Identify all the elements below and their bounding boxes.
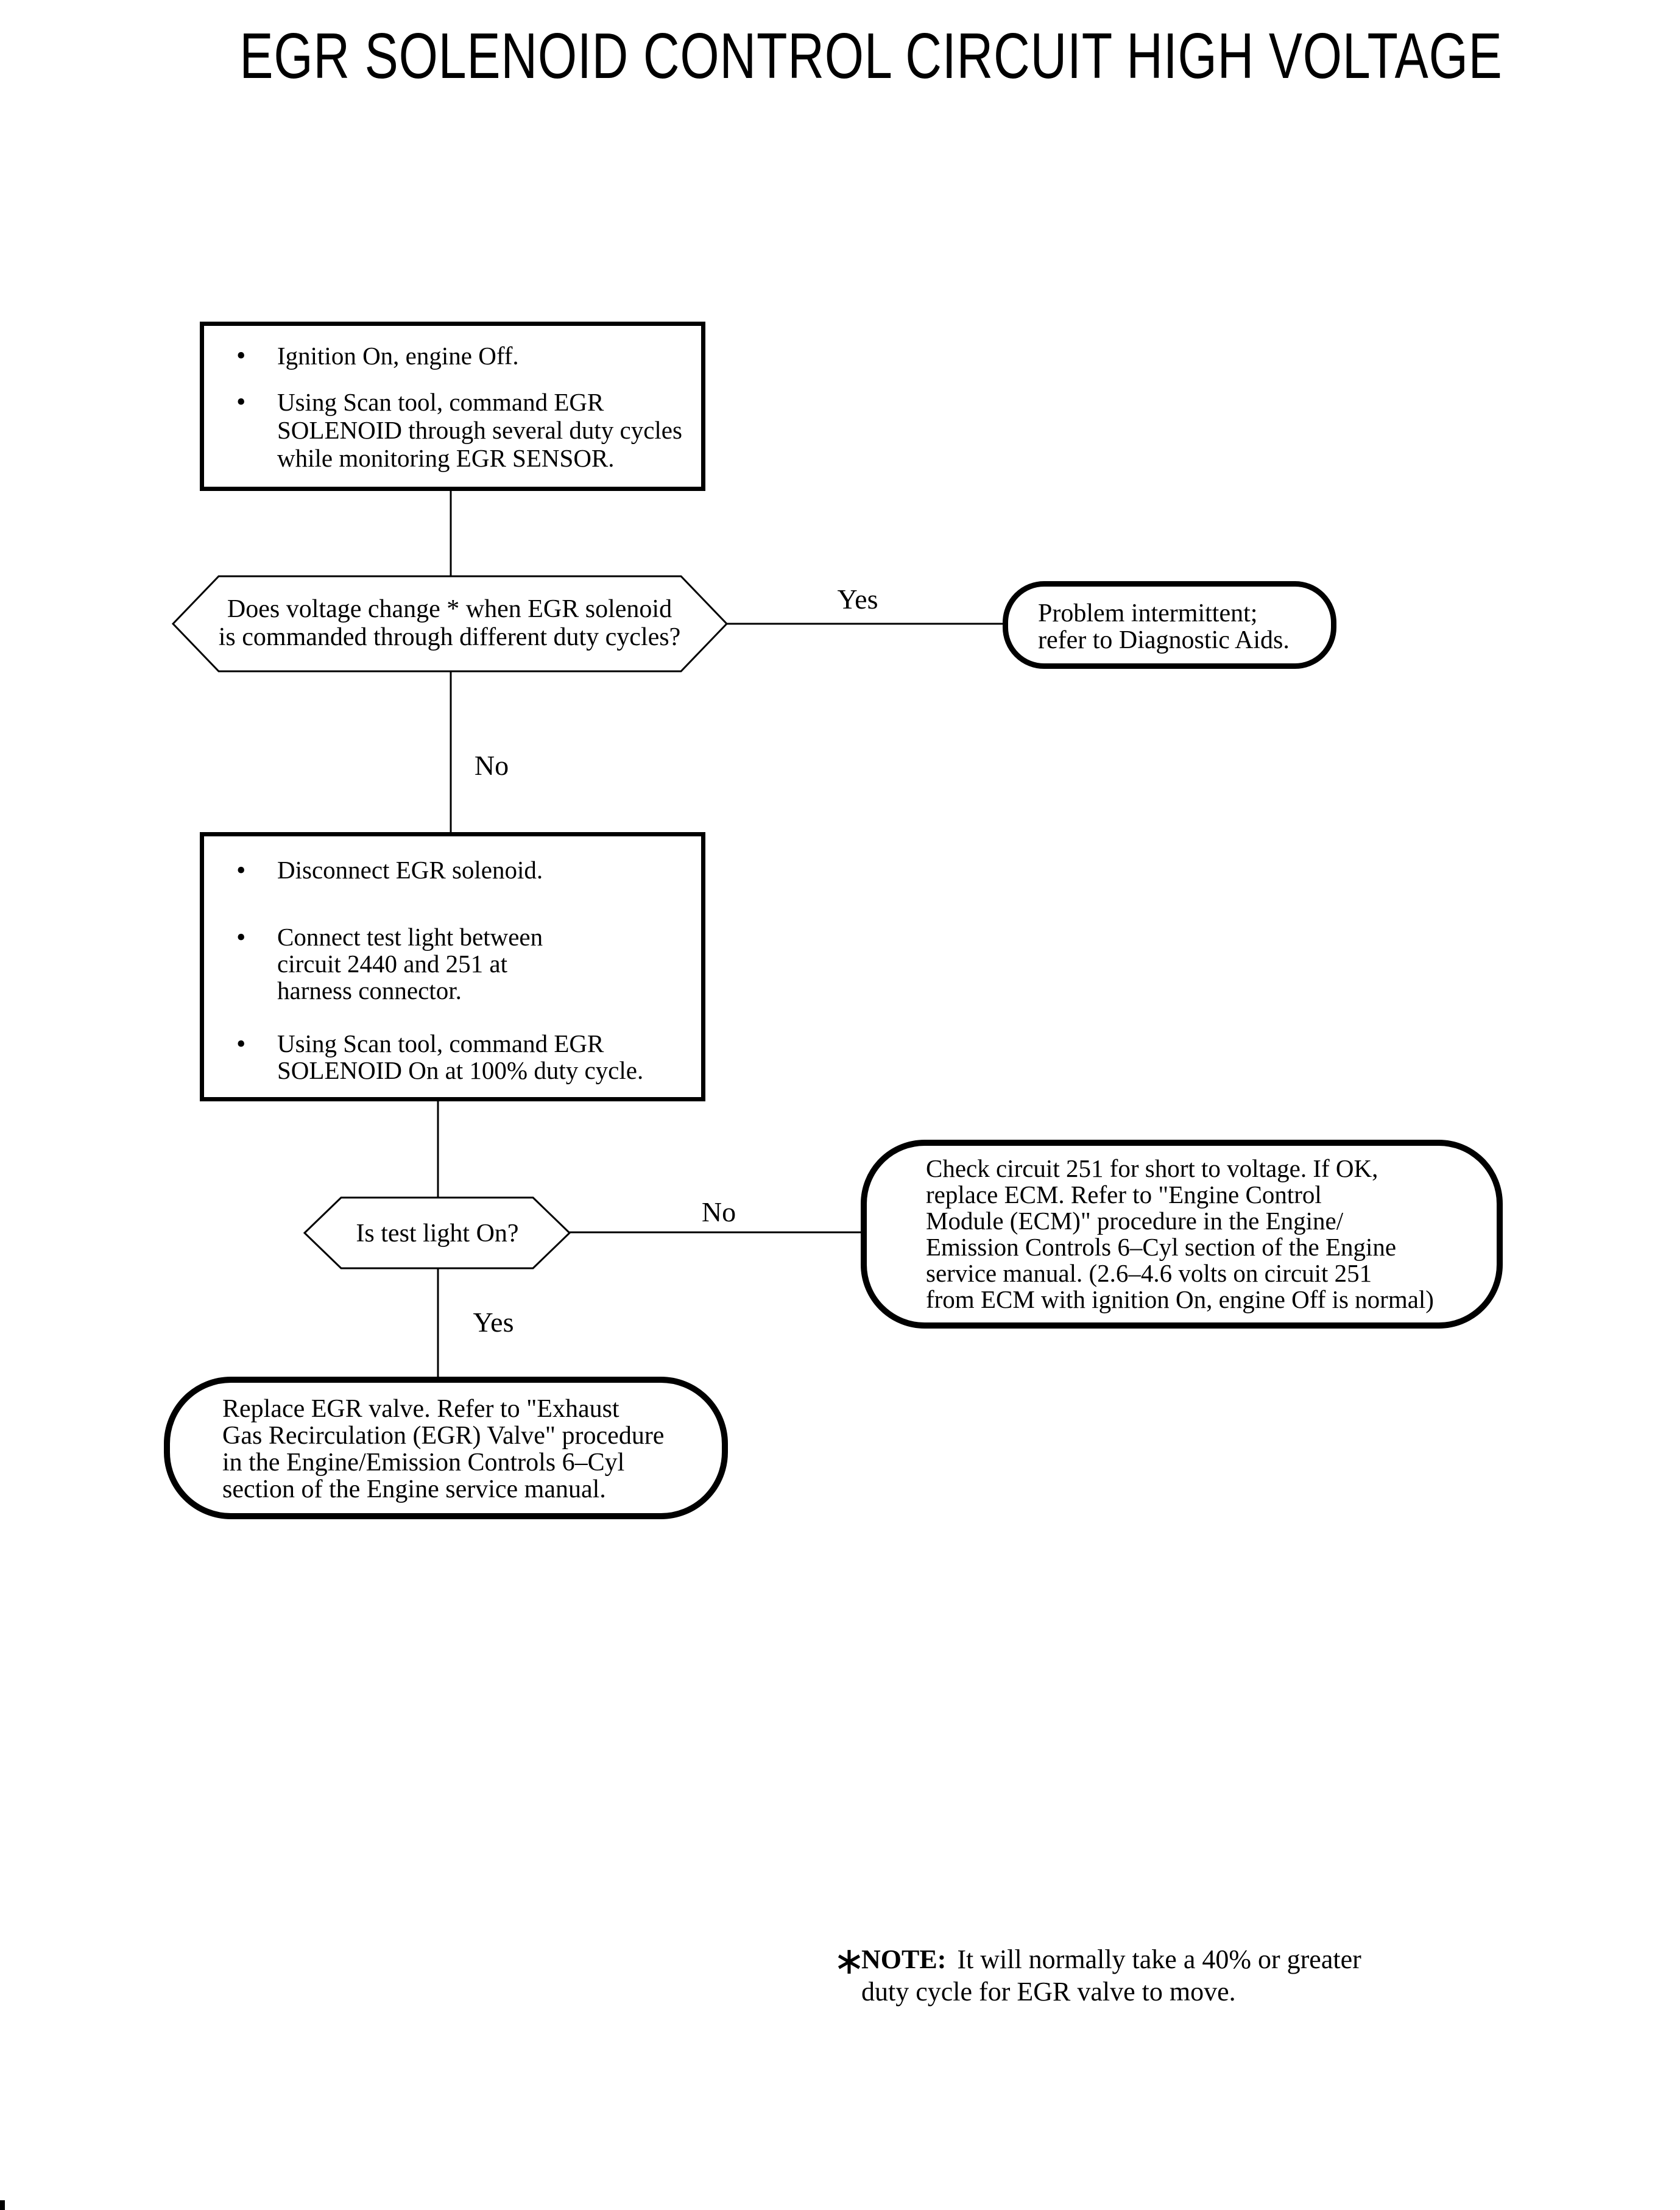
asterisk-icon: ∗ (833, 1938, 865, 1983)
text-line: replace ECM. Refer to "Engine Control (926, 1181, 1322, 1209)
text-line: SOLENOID through several duty cycles (277, 416, 682, 444)
text-line: Replace EGR valve. Refer to "Exhaust (222, 1395, 619, 1423)
note-label: NOTE: (861, 1944, 947, 1974)
edge-label-yes: Yes (473, 1307, 514, 1338)
bullet-icon: • (236, 1029, 246, 1059)
list-item: • Connect test light between circuit 244… (236, 923, 696, 1004)
step-test-light-box: • Disconnect EGR solenoid. • Connect tes… (200, 832, 705, 1101)
list-item: • Ignition On, engine Off. (236, 342, 696, 370)
result-check-circuit-251-box: Check circuit 251 for short to voltage. … (861, 1140, 1503, 1329)
decision-voltage-change-text: Does voltage change * when EGR solenoid … (219, 595, 681, 651)
text-line: Does voltage change * when EGR solenoid (227, 595, 672, 623)
text-line: refer to Diagnostic Aids. (1038, 626, 1290, 654)
step-scan-egr-solenoid-box: • Ignition On, engine Off. • Using Scan … (200, 322, 705, 491)
edge-label-yes: Yes (837, 584, 878, 615)
text-line: Using Scan tool, command EGR (277, 388, 604, 416)
text-line: while monitoring EGR SENSOR. (277, 444, 615, 472)
scan-artifact-mark (0, 2200, 5, 2210)
list-item: • Using Scan tool, command EGR SOLENOID … (236, 387, 696, 473)
text-line: Emission Controls 6–Cyl section of the E… (926, 1233, 1397, 1261)
text-line: Problem intermittent; (1038, 599, 1258, 627)
text-line: Is test light On? (356, 1220, 519, 1248)
text-line: Check circuit 251 for short to voltage. … (926, 1154, 1378, 1182)
bullet-icon: • (236, 855, 246, 885)
decision-test-light-hexagon (303, 1196, 571, 1269)
result-replace-egr-valve-box: Replace EGR valve. Refer to "Exhaust Gas… (164, 1377, 728, 1519)
text-line: SOLENOID On at 100% duty cycle. (277, 1056, 644, 1084)
text-line: is commanded through different duty cycl… (218, 623, 681, 651)
text-line: harness connector. (277, 976, 462, 1004)
text-line: Using Scan tool, command EGR (277, 1029, 604, 1057)
list-item: • Using Scan tool, command EGR SOLENOID … (236, 1030, 696, 1084)
footnote: ∗ NOTE: It will normally take a 40% or gr… (833, 1938, 1361, 2008)
decision-voltage-change-hexagon (171, 575, 729, 673)
edge-label-no: No (701, 1196, 736, 1227)
result-problem-intermittent-box: Problem intermittent; refer to Diagnosti… (1003, 581, 1336, 669)
page-title: EGR SOLENOID CONTROL CIRCUIT HIGH VOLTAG… (239, 20, 1503, 92)
text-line: from ECM with ignition On, engine Off is… (926, 1285, 1434, 1313)
text-line: Connect test light between (277, 923, 543, 951)
text-line: circuit 2440 and 251 at (277, 950, 508, 978)
text-line: Gas Recirculation (EGR) Valve" procedure (222, 1422, 665, 1450)
text-line: Ignition On, engine Off. (277, 342, 519, 370)
text-line: section of the Engine service manual. (222, 1475, 606, 1503)
bullet-icon: • (236, 341, 246, 370)
list-item: • Disconnect EGR solenoid. (236, 856, 696, 884)
decision-test-light-text: Is test light On? (356, 1220, 518, 1248)
text-line: Module (ECM)" procedure in the Engine/ (926, 1207, 1344, 1235)
text-line: NOTE: It will normally take a 40% or grea… (861, 1943, 1361, 1975)
text-line: in the Engine/Emission Controls 6–Cyl (222, 1449, 625, 1477)
text-line: duty cycle for EGR valve to move. (861, 1977, 1236, 2007)
bullet-icon: • (236, 922, 246, 952)
text-line: Disconnect EGR solenoid. (277, 856, 543, 884)
edge-label-no: No (474, 750, 509, 781)
bullet-icon: • (236, 387, 246, 417)
note-text: It will normally take a 40% or greater (957, 1944, 1361, 1974)
text-line: service manual. (2.6–4.6 volts on circui… (926, 1259, 1372, 1287)
